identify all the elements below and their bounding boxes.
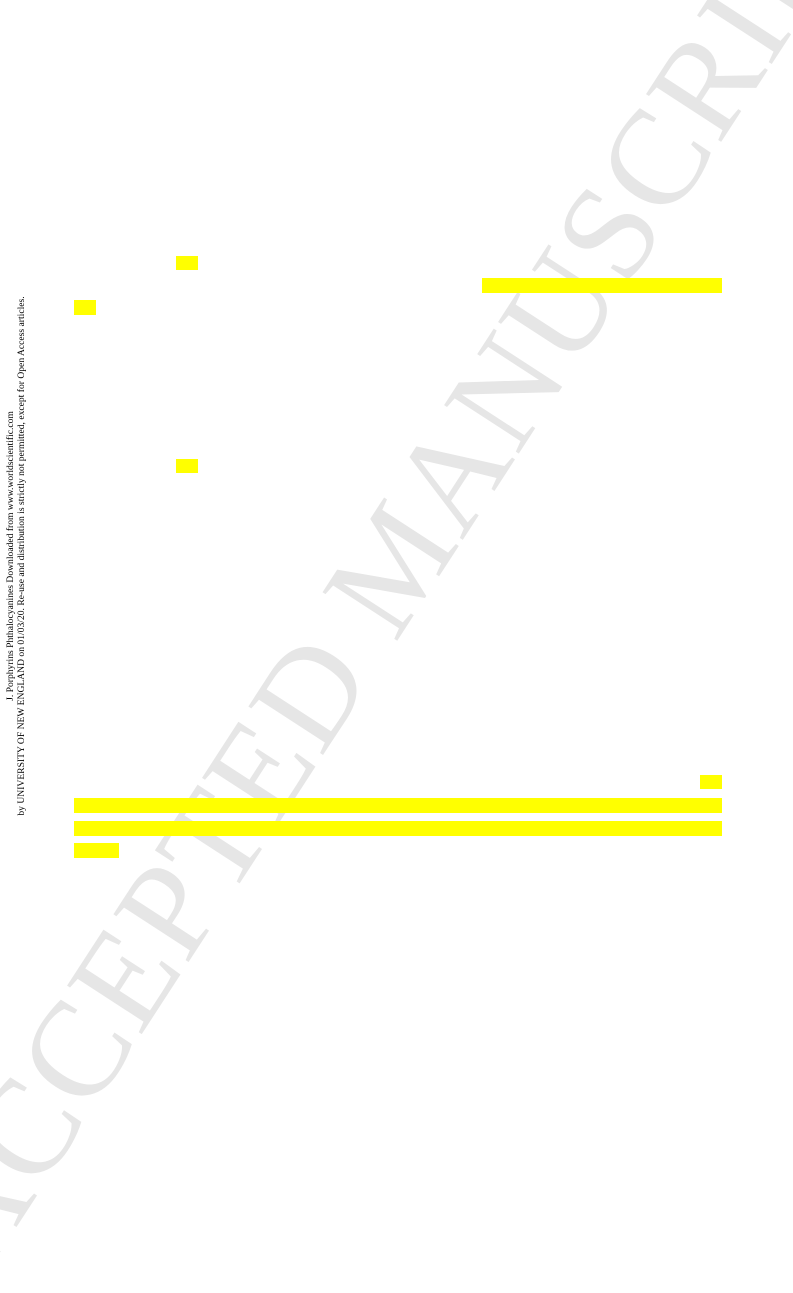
highlight-block xyxy=(176,459,198,473)
download-notice-line-1: J. Porphyrins Phthalocyanines Downloaded… xyxy=(5,411,16,701)
highlight-block xyxy=(74,843,119,858)
download-notice-line-2: by UNIVERSITY OF NEW ENGLAND on 01/03/20… xyxy=(16,296,27,816)
highlight-block xyxy=(700,775,722,789)
highlight-block xyxy=(482,278,722,293)
highlight-block xyxy=(74,798,722,813)
highlight-block xyxy=(74,300,96,315)
highlight-block xyxy=(74,821,722,836)
highlight-block xyxy=(176,256,198,270)
download-notice-text: J. Porphyrins Phthalocyanines Downloaded… xyxy=(5,296,27,815)
